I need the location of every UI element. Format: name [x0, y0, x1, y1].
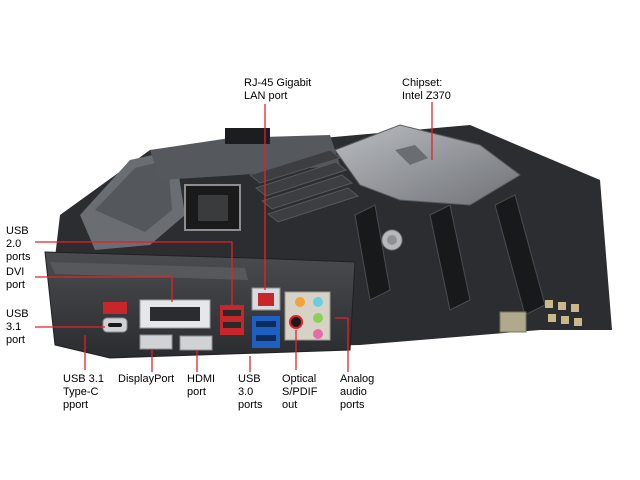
label-rj45-lan-port: RJ-45 Gigabit LAN port — [244, 77, 312, 102]
label-chipset: Chipset: Intel Z370 — [402, 77, 451, 102]
analog-audio-jacks — [295, 297, 323, 339]
usb31-port — [103, 302, 127, 314]
usb20-ports — [220, 305, 244, 335]
label-usb20-ports: USB 2.0 ports — [6, 225, 31, 263]
label-analog-audio: Analog audio ports — [340, 373, 375, 411]
ram-slots — [248, 149, 360, 223]
chipset-heatsink — [334, 124, 521, 206]
label-hdmi-port: HDMI port — [187, 373, 216, 398]
label-dvi-port: DVI port — [6, 266, 25, 291]
audio-panel — [284, 291, 331, 341]
optical-spdif-port — [289, 315, 303, 329]
hdmi-port — [179, 335, 213, 351]
callout-lines — [35, 102, 433, 372]
label-usb31-port: USB 3.1 port — [6, 308, 29, 346]
label-usb30-ports: USB 3.0 ports — [238, 373, 263, 411]
displayport-port — [139, 334, 173, 350]
label-displayport: DisplayPort — [118, 373, 175, 385]
usb30-ports — [252, 316, 280, 348]
audio-codec — [499, 311, 527, 333]
label-optical-spdif: Optical S/PDIF out — [282, 373, 318, 411]
pcie-slots — [354, 194, 546, 316]
label-usb31-typec: USB 3.1 Type-C pport — [63, 373, 104, 411]
